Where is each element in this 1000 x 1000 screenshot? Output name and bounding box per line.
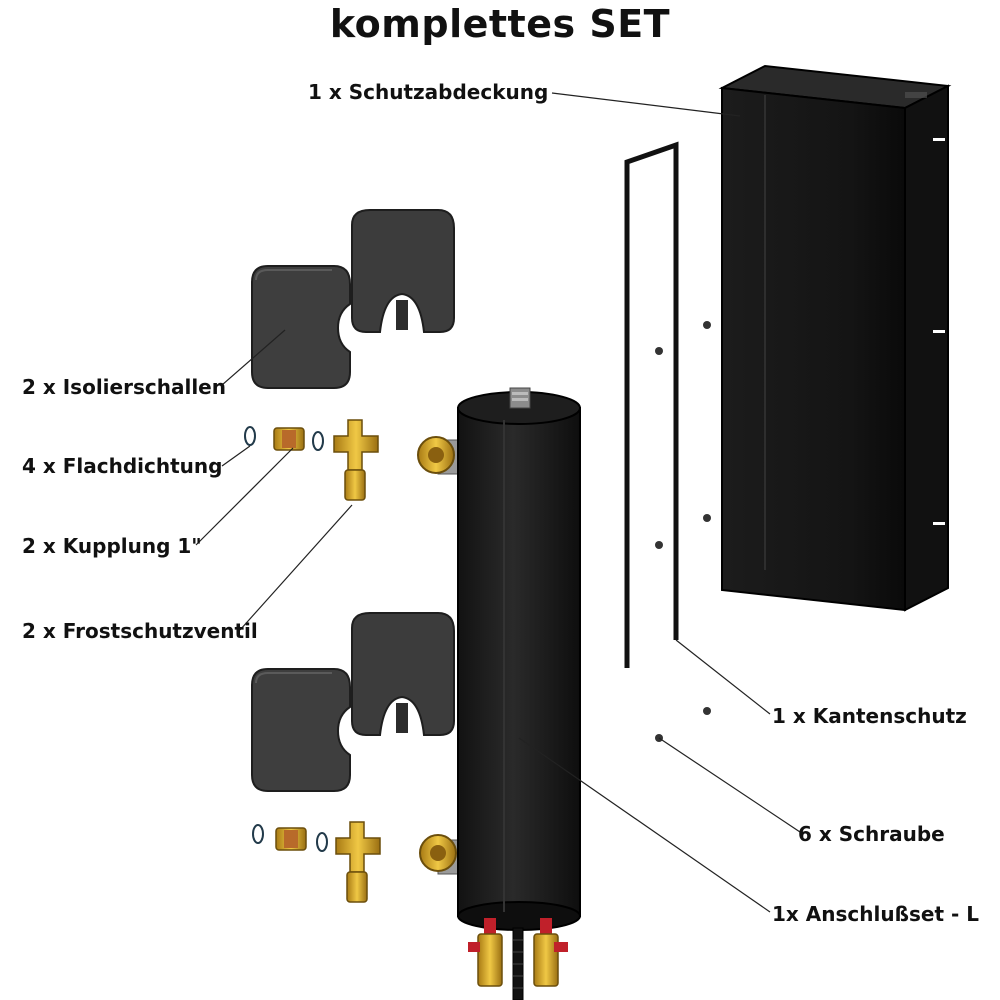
page-title: komplettes SET — [329, 2, 671, 46]
leader-lines — [195, 92, 801, 913]
label-kupplung: 2 x Kupplung 1" — [22, 534, 202, 558]
edge-protection — [624, 141, 679, 668]
hydraulic-separator — [417, 387, 581, 931]
label-frostschutzventil: 2 x Frostschutzventil — [22, 619, 258, 643]
label-flachdichtung: 4 x Flachdichtung — [22, 454, 223, 478]
screws — [655, 321, 711, 742]
label-isolierschallen: 2 x Isolierschallen — [22, 375, 226, 399]
label-schutzabdeckung: 1 x Schutzabdeckung — [308, 80, 549, 104]
protective-cover — [718, 64, 952, 612]
connection-set — [468, 918, 568, 1000]
label-schraube: 6 x Schraube — [798, 822, 945, 846]
fittings-top — [244, 419, 379, 501]
insulation-shells-bottom — [251, 612, 455, 792]
fittings-bottom — [252, 821, 381, 903]
label-anschlussset: 1x Anschlußset - L — [772, 902, 979, 926]
label-kantenschutz: 1 x Kantenschutz — [772, 704, 967, 728]
insulation-shells-top — [251, 209, 455, 389]
